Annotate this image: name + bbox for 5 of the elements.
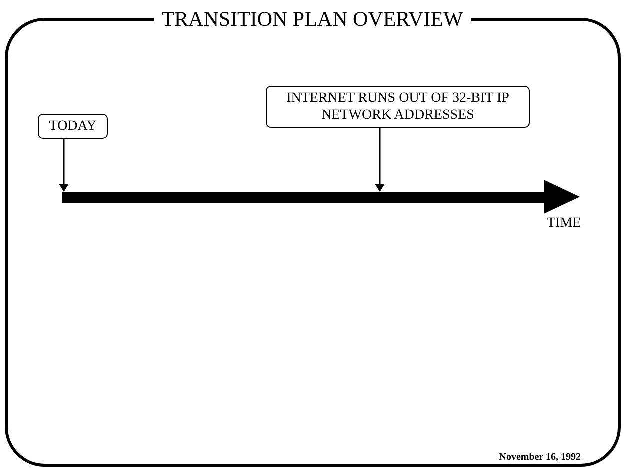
arrow xyxy=(59,139,69,192)
arrow xyxy=(375,128,385,192)
axis-label: TIME xyxy=(547,216,582,232)
event-box: TODAY xyxy=(38,114,108,139)
event-box: INTERNET RUNS OUT OF 32-BIT IP NETWORK ADDRESSES xyxy=(266,86,530,128)
